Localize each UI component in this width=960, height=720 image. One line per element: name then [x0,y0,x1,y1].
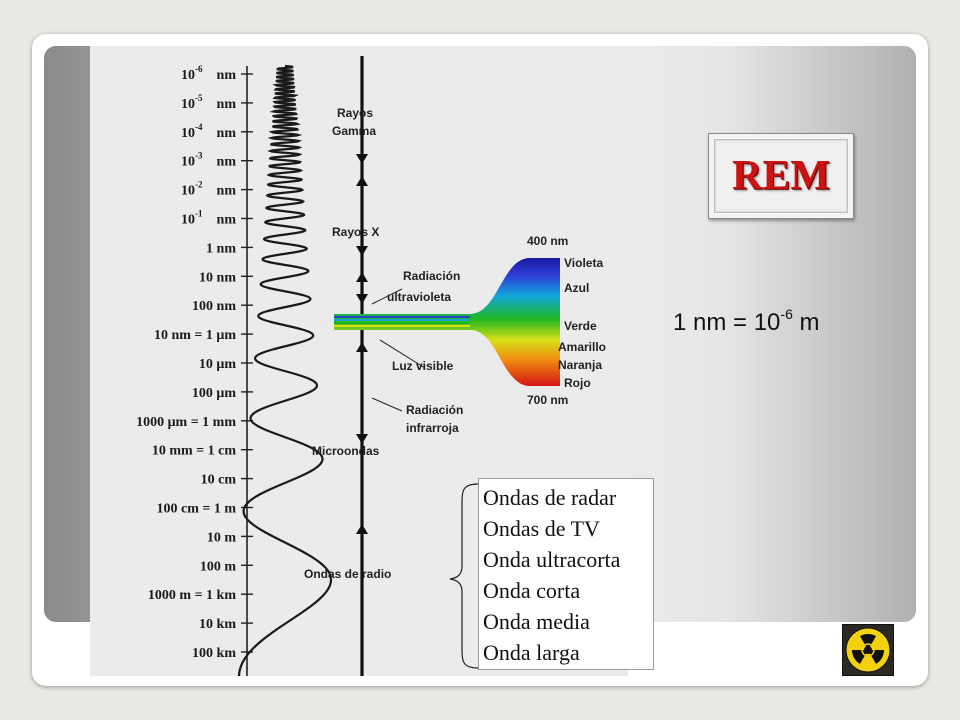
scale-label: 10 km [199,617,236,632]
axis-arrowhead [356,176,368,186]
wavelength-700: 700 nm [527,393,568,407]
em-wave [237,64,333,676]
gamma-label-1: Rayos [337,106,373,120]
color-violeta: Violeta [564,256,603,270]
rem-title-box: REM [708,133,854,219]
brace [449,483,479,669]
radio-type-item: Onda corta [483,578,581,603]
visible-label: Luz visible [392,359,454,373]
scale-label: 100 nm [192,299,236,314]
formula-base: 1 nm = 10 [673,309,781,336]
axis-arrowhead [356,272,368,282]
gamma-label-2: Gamma [332,124,376,138]
radio-type-item: Ondas de TV [483,516,600,541]
wavelength-400: 400 nm [527,234,568,248]
scale-label: 10 cm [201,473,237,488]
color-naranja: Naranja [558,358,602,372]
uv-label-1: Radiación [403,269,460,283]
radio-type-item: Onda larga [483,640,580,665]
color-rojo: Rojo [564,376,591,390]
scale-label: 10 m [207,530,237,545]
scale-label: 100 km [192,646,236,661]
scale-label: 100 m [200,559,237,574]
radio-type-item: Ondas de radar [483,485,617,510]
xray-label: Rayos X [332,225,379,239]
axis-arrowhead [356,524,368,534]
formula-unit: m [792,309,820,336]
axis-arrowhead [356,342,368,352]
color-amarillo: Amarillo [558,340,606,354]
color-verde: Verde [564,319,597,333]
radio-types-list: Ondas de radar Ondas de TV Onda ultracor… [478,478,654,670]
axis-arrowhead [356,434,368,444]
scale-label: 10 mm = 1 cm [152,444,237,459]
uv-label-2: ultravioleta [387,290,451,304]
radio-type-item: Onda media [483,609,590,634]
scale-label: 1000 μm = 1 mm [136,415,236,430]
radio-type-item: Onda ultracorta [483,547,621,572]
scale-label: 100 cm = 1 m [156,502,236,517]
nm-conversion-formula: 1 nm = 10-6 m [673,306,820,337]
axis-arrowhead [356,154,368,164]
radiation-icon[interactable] [842,624,894,676]
color-azul: Azul [564,281,589,295]
axis-arrowhead [356,294,368,304]
scale-label: 10 μm [199,357,236,372]
scale-label: 1 nm [206,241,236,256]
scale-label: 100 μm [192,386,236,401]
slide-title: REM [732,153,830,199]
microwave-label: Microondas [312,444,380,458]
scale-label: 10 nm [199,270,236,285]
scale-label: 1000 m = 1 km [148,588,236,603]
ir-label-1: Radiación [406,403,463,417]
radio-label: Ondas de radio [304,567,391,581]
ir-label-2: infrarroja [406,421,459,435]
axis-arrowhead [356,246,368,256]
formula-exponent: -6 [780,306,793,322]
scale-label: 10 nm = 1 μm [154,328,236,343]
